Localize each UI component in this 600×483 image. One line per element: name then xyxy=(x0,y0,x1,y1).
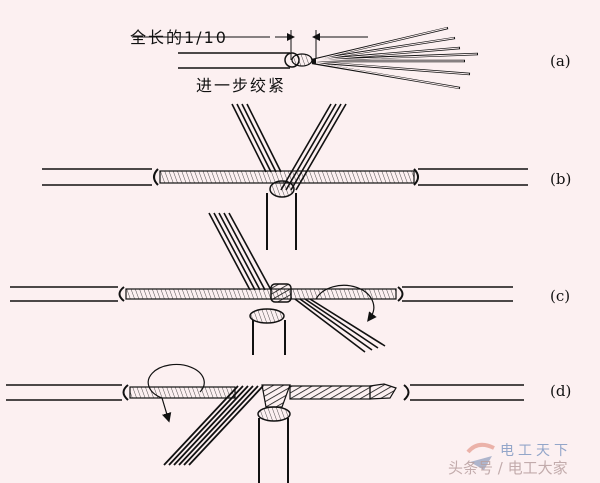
panel-d-label: (d) xyxy=(550,382,572,400)
length-annotation: 全长的1/10 xyxy=(130,28,228,47)
twist-annotation: 进一步绞紧 xyxy=(196,76,287,95)
panel-a-label: (a) xyxy=(550,52,571,70)
panel-a-drawing xyxy=(132,26,479,90)
watermark-title: 电工天下 xyxy=(500,443,572,459)
watermark-subtitle: 头条号 / 电工大家 xyxy=(448,459,568,477)
watermark-logo-icon xyxy=(466,442,495,470)
panel-b-drawing xyxy=(42,103,528,250)
panel-c-label: (c) xyxy=(550,287,571,305)
panel-d-drawing xyxy=(6,363,524,483)
panel-c-drawing xyxy=(10,212,513,355)
panel-b-label: (b) xyxy=(550,170,572,188)
